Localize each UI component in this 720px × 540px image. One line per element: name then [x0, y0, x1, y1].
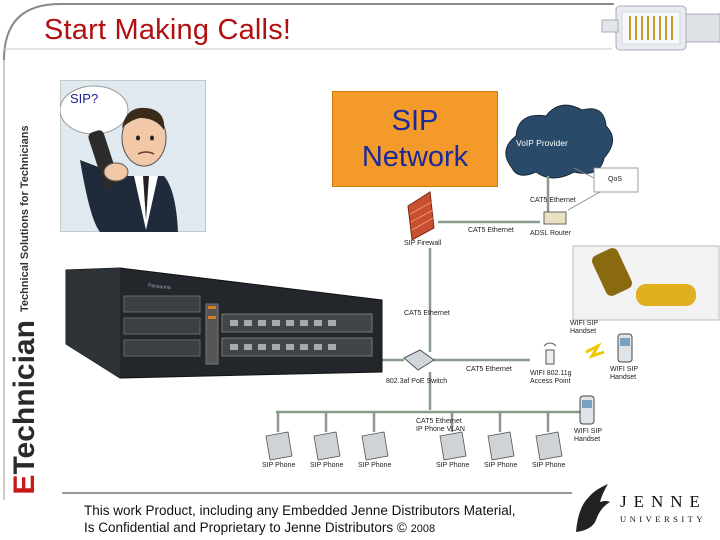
- label-sip-phone: SIP Phone: [358, 462, 392, 469]
- label-sip-phone: SIP Phone: [436, 462, 470, 469]
- label-adsl-router: ADSL Router: [530, 230, 571, 237]
- label-wifi-bottom-1: WIFI SIP: [574, 428, 602, 435]
- slide-title: Start Making Calls!: [44, 14, 292, 46]
- poe-switch-icon: [403, 349, 435, 371]
- label-wifi-right-1: WIFI SIP: [610, 366, 638, 373]
- label-sip-phone: SIP Phone: [532, 462, 566, 469]
- jenne-university: UNIVERSITY: [620, 514, 706, 524]
- label-sip-firewall: SIP Firewall: [404, 240, 442, 247]
- footer-divider: [62, 492, 572, 494]
- adsl-router-icon: [543, 211, 567, 225]
- handset-photo-icon: [572, 245, 720, 321]
- label-sip-phone: SIP Phone: [310, 462, 344, 469]
- label-vlan-1: CAT5 Ethernet: [416, 418, 462, 425]
- footer-line-1: This work Product, including any Embedde…: [84, 503, 516, 518]
- speech-bubble-text: SIP?: [70, 91, 99, 106]
- access-point-icon: [543, 342, 557, 365]
- label-sip-phone: SIP Phone: [262, 462, 296, 469]
- label-cat5-mid: CAT5 Ethernet: [404, 310, 450, 317]
- footer-line-2: Is Confidential and Proprietary to Jenne…: [84, 520, 436, 535]
- voip-provider-cloud-icon: [505, 104, 613, 179]
- label-wifi-handset-1: WIFI SIP: [570, 320, 598, 327]
- qos-box: [593, 167, 639, 193]
- cartoon-man-on-phone: [60, 80, 206, 232]
- label-cat5-firewall: CAT5 Ethernet: [468, 227, 514, 234]
- label-sip-phone: SIP Phone: [484, 462, 518, 469]
- label-voip-provider: VoIP Provider: [516, 138, 568, 148]
- label-cat5-top: CAT5 Ethernet: [530, 197, 576, 204]
- label-wifi-right-2: Handset: [610, 374, 637, 381]
- label-access-point-1: WIFI 802.11g: [530, 370, 572, 377]
- label-qos: QoS: [608, 176, 623, 183]
- jenne-eagle-icon: [576, 484, 610, 532]
- wireless-bolt-icon: [585, 342, 605, 359]
- wifi-handset-bottom-icon: [579, 395, 595, 425]
- label-wifi-handset-2: Handset: [570, 328, 597, 335]
- footer-year: 2008: [410, 523, 436, 535]
- label-wifi-bottom-2: Handset: [574, 436, 601, 443]
- panasonic-pbx-icon: [65, 267, 383, 379]
- footer-notice: This work Product, including any Embedde…: [84, 502, 515, 538]
- jenne-university-logo: JENNE UNIVERSITY: [572, 480, 712, 536]
- label-cat5-switch: CAT5 Ethernet: [466, 366, 512, 373]
- sip-network-line2: Network: [361, 141, 469, 173]
- sip-phones-icons: [265, 431, 563, 461]
- label-access-point-2: Access Point: [530, 378, 571, 385]
- label-poe-switch: 802.3af PoE Switch: [386, 378, 448, 385]
- label-vlan-2: IP Phone VLAN: [416, 426, 465, 433]
- sip-network-box: SIP Network: [332, 91, 498, 187]
- jenne-name: JENNE: [620, 492, 707, 511]
- sip-firewall-icon: [407, 191, 435, 241]
- wifi-handset-right-icon: [617, 333, 633, 363]
- rj45-connector-icon: [601, 5, 720, 51]
- sip-network-line1: SIP: [391, 105, 439, 137]
